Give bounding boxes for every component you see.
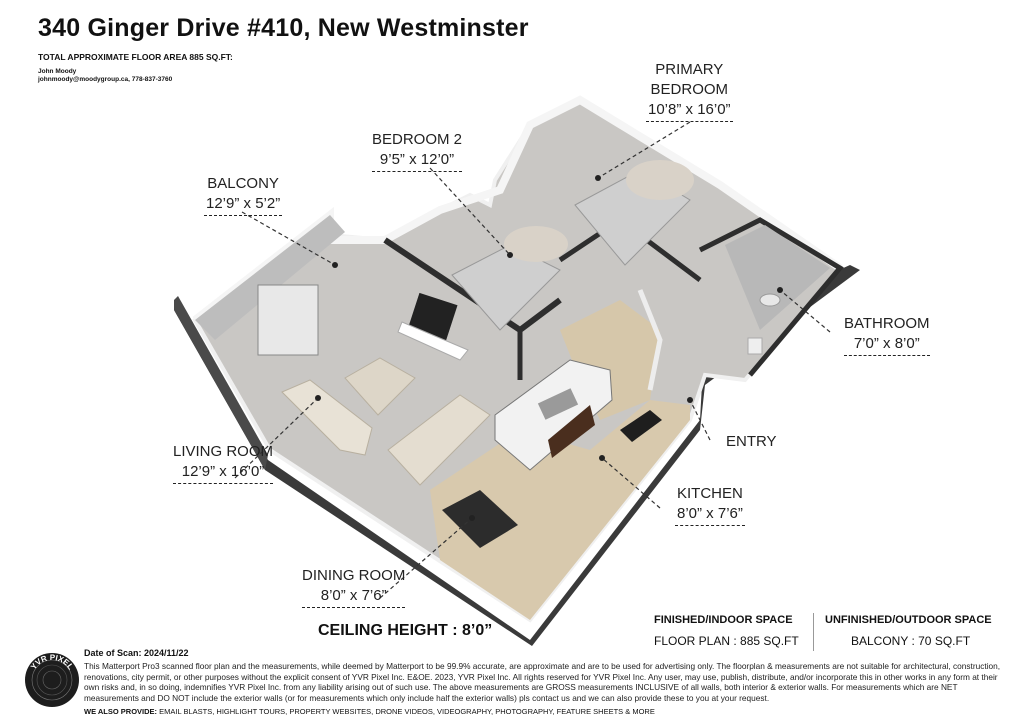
page-title: 340 Ginger Drive #410, New Westminster: [38, 14, 529, 42]
scan-date: Date of Scan: 2024/11/22: [84, 648, 189, 658]
kitchen-name: KITCHEN: [677, 485, 743, 502]
yvr-pixel-logo-icon: YVR PIXEL: [25, 653, 79, 707]
bathroom-name: BATHROOM: [844, 315, 930, 332]
label-dining-room: DINING ROOM 8’0” x 7’6”: [302, 566, 406, 608]
label-entry: ENTRY: [726, 432, 777, 452]
primary-bedroom-dims: 10’8” x 16’0”: [646, 100, 733, 122]
entry-name: ENTRY: [726, 433, 777, 450]
bedroom-2-name: BEDROOM 2: [372, 131, 463, 148]
balcony-dims: 12’9” x 5’2”: [204, 194, 283, 216]
agent-name: John Moody: [38, 68, 77, 75]
label-living-room: LIVING ROOM 12’9” x 16’0”: [173, 442, 274, 484]
leader-dots: [315, 175, 783, 521]
services-line: WE ALSO PROVIDE: EMAIL BLASTS, HIGHLIGHT…: [84, 707, 655, 716]
unfinished-space-value: BALCONY : 70 SQ.FT: [851, 634, 971, 648]
primary-bedroom-name-line2: BEDROOM: [650, 81, 729, 98]
ceiling-height: CEILING HEIGHT : 8’0”: [318, 622, 493, 639]
primary-bedroom-name-line1: PRIMARY: [655, 61, 724, 78]
dining-room-name: DINING ROOM: [302, 567, 406, 584]
dining-room-dims: 8’0” x 7’6”: [302, 586, 406, 608]
label-bathroom: BATHROOM 7’0” x 8’0”: [844, 314, 930, 356]
label-primary-bedroom: PRIMARY BEDROOM 10’8” x 16’0”: [646, 60, 733, 122]
finished-space-value: FLOOR PLAN : 885 SQ.FT: [654, 634, 799, 648]
bathroom-dims: 7’0” x 8’0”: [844, 334, 930, 356]
label-balcony: BALCONY 12’9” x 5’2”: [204, 174, 283, 216]
kitchen-dims: 8’0” x 7’6”: [675, 504, 745, 526]
unfinished-space-heading: UNFINISHED/OUTDOOR SPACE: [825, 614, 992, 626]
agent-contact: johnmoody@moodygroup.ca, 778-837-3760: [38, 76, 173, 83]
living-room-dims: 12’9” x 16’0”: [173, 462, 274, 484]
furniture: [281, 160, 781, 548]
bedroom-2-dims: 9’5” x 12’0”: [372, 150, 463, 172]
label-bedroom-2: BEDROOM 2 9’5” x 12’0”: [372, 130, 463, 172]
disclaimer-text: This Matterport Pro3 scanned floor plan …: [84, 661, 1001, 703]
balcony-name: BALCONY: [207, 175, 279, 192]
finished-space-heading: FINISHED/INDOOR SPACE: [654, 614, 793, 626]
services-label: WE ALSO PROVIDE:: [84, 707, 158, 716]
living-room-name: LIVING ROOM: [173, 443, 274, 460]
floor-plan-walls: [174, 95, 860, 646]
label-kitchen: KITCHEN 8’0” x 7’6”: [675, 484, 745, 526]
leader-lines: [234, 121, 831, 599]
services-list: EMAIL BLASTS, HIGHLIGHT TOURS, PROPERTY …: [159, 707, 655, 716]
total-floor-area: TOTAL APPROXIMATE FLOOR AREA 885 SQ.FT:: [38, 52, 233, 62]
spaces-divider: [813, 613, 814, 651]
